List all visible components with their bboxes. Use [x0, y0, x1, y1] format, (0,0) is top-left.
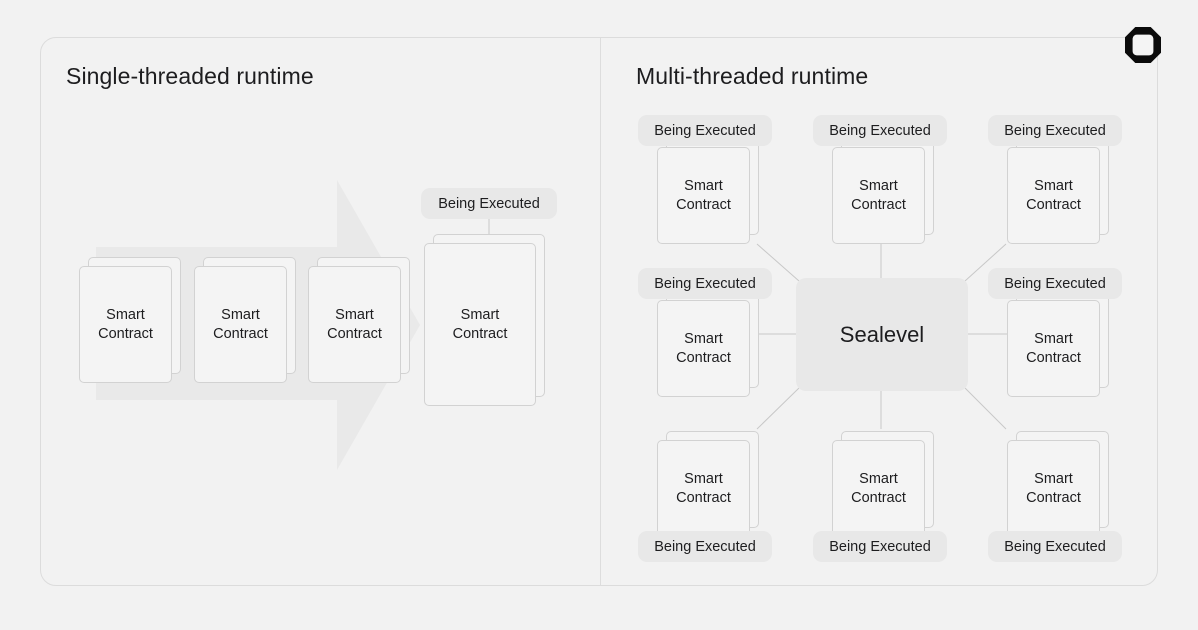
card-front-sheet: Smart Contract	[308, 266, 401, 383]
card-label: Smart Contract	[851, 470, 906, 506]
status-badge-label: Being Executed	[654, 275, 756, 292]
card-front-sheet: Smart Contract	[424, 243, 536, 406]
sealevel-hub-label: Sealevel	[839, 321, 925, 347]
status-badge-being-executed: Being Executed	[638, 531, 772, 562]
card-front-sheet: Smart Contract	[657, 147, 750, 244]
list-item[interactable]: Smart Contract	[1007, 431, 1109, 537]
list-item[interactable]: Smart Contract	[657, 138, 759, 244]
card-label: Smart Contract	[676, 470, 731, 506]
card-front-sheet: Smart Contract	[657, 440, 750, 537]
card-label: Smart Contract	[851, 177, 906, 213]
page-title-single-threaded: Single-threaded runtime	[66, 63, 314, 89]
status-badge-being-executed: Being Executed	[813, 115, 947, 146]
card-label: Smart Contract	[1026, 330, 1081, 366]
card-front-sheet: Smart Contract	[79, 266, 172, 383]
list-item-executing[interactable]: Smart Contract	[424, 234, 545, 406]
list-item[interactable]: Smart Contract	[657, 291, 759, 397]
card-label: Smart Contract	[327, 306, 382, 342]
card-front-sheet: Smart Contract	[1007, 147, 1100, 244]
card-front-sheet: Smart Contract	[657, 300, 750, 397]
status-badge-label: Being Executed	[654, 122, 756, 139]
card-label: Smart Contract	[676, 177, 731, 213]
status-badge-label: Being Executed	[438, 195, 540, 212]
status-badge-being-executed: Being Executed	[988, 268, 1122, 299]
list-item[interactable]: Smart Contract	[1007, 291, 1109, 397]
status-badge-label: Being Executed	[1004, 275, 1106, 292]
status-badge-being-executed: Being Executed	[638, 268, 772, 299]
card-front-sheet: Smart Contract	[832, 147, 925, 244]
sealevel-hub[interactable]: Sealevel	[796, 278, 968, 391]
card-label: Smart Contract	[452, 306, 508, 342]
list-item[interactable]: Smart Contract	[832, 138, 934, 244]
list-item[interactable]: Smart Contract	[832, 431, 934, 537]
status-badge-being-executed: Being Executed	[421, 188, 557, 219]
list-item[interactable]: Smart Contract	[79, 257, 181, 383]
list-item[interactable]: Smart Contract	[194, 257, 296, 383]
status-badge-being-executed: Being Executed	[988, 115, 1122, 146]
status-badge-being-executed: Being Executed	[988, 531, 1122, 562]
status-badge-being-executed: Being Executed	[813, 531, 947, 562]
card-label: Smart Contract	[676, 330, 731, 366]
card-label: Smart Contract	[1026, 470, 1081, 506]
panel-divider	[600, 38, 601, 585]
status-badge-label: Being Executed	[1004, 538, 1106, 555]
list-item[interactable]: Smart Contract	[657, 431, 759, 537]
card-label: Smart Contract	[213, 306, 268, 342]
status-badge-label: Being Executed	[654, 538, 756, 555]
list-item[interactable]: Smart Contract	[1007, 138, 1109, 244]
card-front-sheet: Smart Contract	[1007, 300, 1100, 397]
card-front-sheet: Smart Contract	[832, 440, 925, 537]
octagon-logo-icon	[1124, 26, 1162, 64]
card-label: Smart Contract	[1026, 177, 1081, 213]
list-item[interactable]: Smart Contract	[308, 257, 410, 383]
status-badge-label: Being Executed	[829, 122, 931, 139]
card-label: Smart Contract	[98, 306, 153, 342]
status-badge-label: Being Executed	[1004, 122, 1106, 139]
card-front-sheet: Smart Contract	[1007, 440, 1100, 537]
card-front-sheet: Smart Contract	[194, 266, 287, 383]
status-badge-label: Being Executed	[829, 538, 931, 555]
status-badge-being-executed: Being Executed	[638, 115, 772, 146]
page-title-multi-threaded: Multi-threaded runtime	[636, 63, 869, 89]
